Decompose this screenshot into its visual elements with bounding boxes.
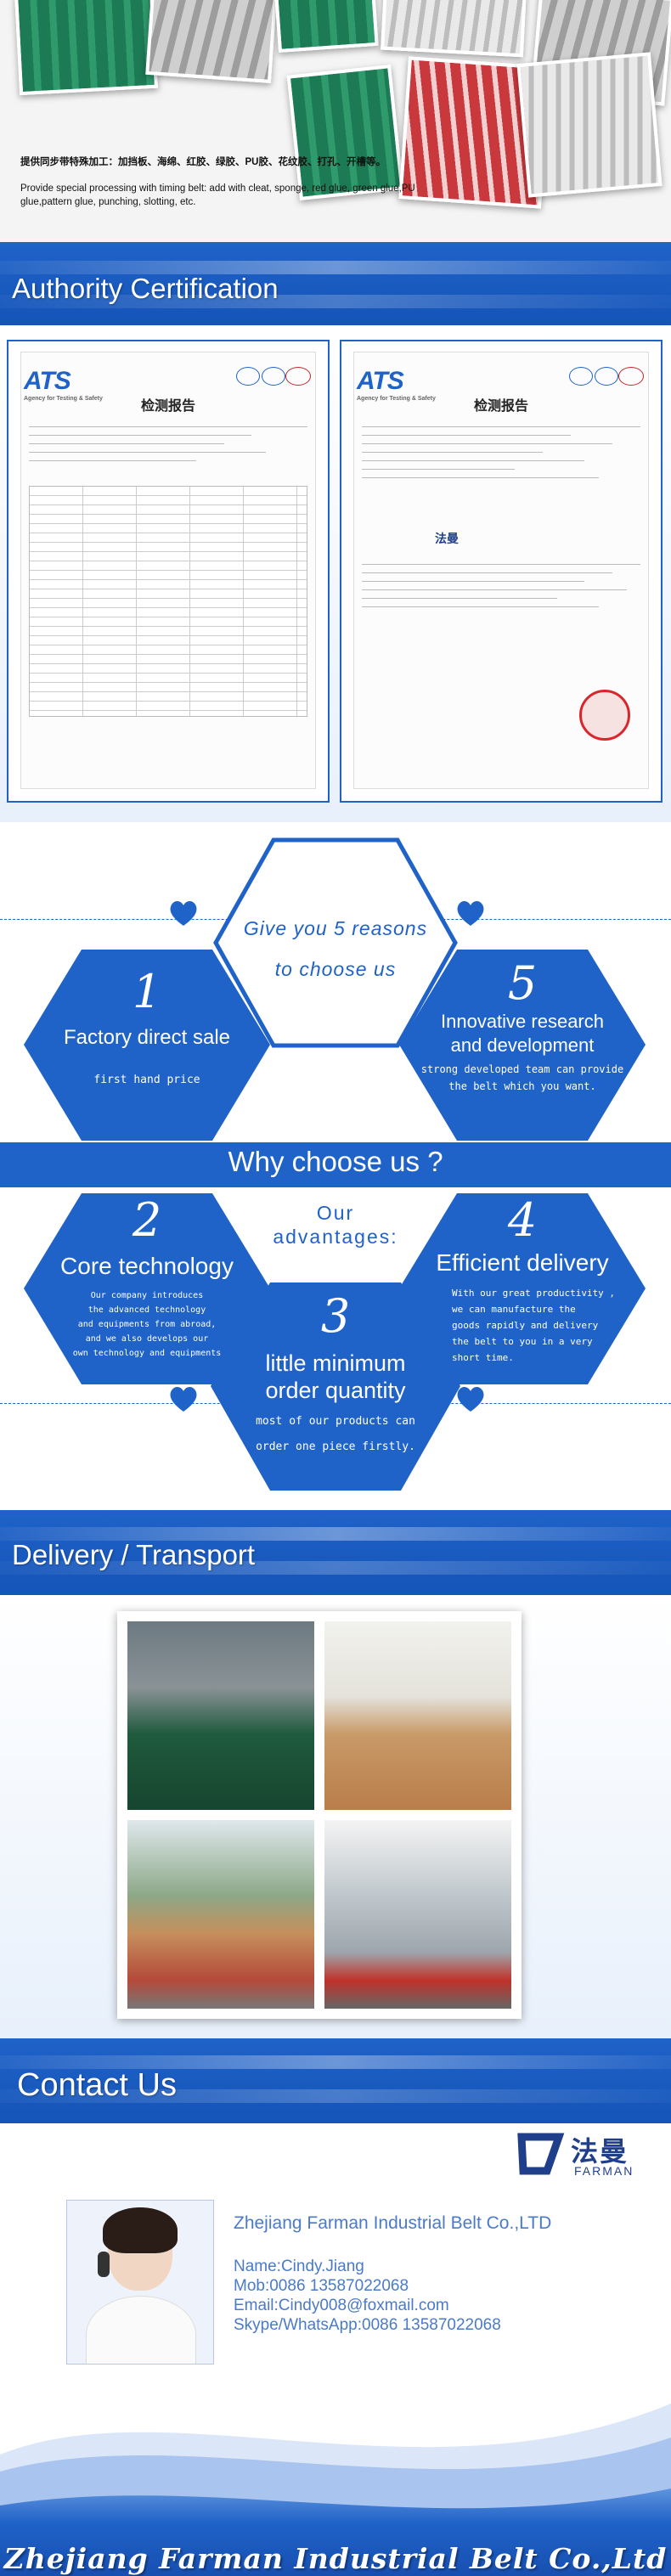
reason-3-number: 3: [320, 1289, 351, 1343]
why-choose-title: Why choose us ?: [228, 1146, 443, 1177]
reason-3-hexagon: 3 little minimum order quantity most of …: [211, 1282, 460, 1491]
certification-title: Authority Certification: [12, 273, 279, 304]
reason-1-number: 1: [132, 965, 162, 1018]
decorative-wave: [0, 2404, 671, 2489]
contact-header-bar: Contact Us: [0, 2038, 671, 2123]
product-photo-white-belt: [381, 0, 527, 58]
product-photo-green-roll: [286, 64, 404, 201]
footer-company-name: Zhejiang Farman Industrial Belt Co.,Ltd: [3, 2542, 668, 2575]
advantages-line1: Our: [316, 1202, 355, 1224]
footer-band: [0, 2480, 671, 2576]
reasons-header-line2: to choose us: [274, 958, 397, 980]
reason-5-hexagon: 5 Innovative research and development st…: [399, 950, 646, 1141]
advantages-line2: advantages:: [273, 1226, 398, 1248]
reason-4-title: Efficient delivery: [436, 1249, 609, 1276]
reasons-header-line1: Give you 5 reasons: [243, 917, 428, 939]
reason-1-hexagon: 1 Factory direct sale first hand price: [24, 950, 270, 1141]
product-photo-green-cleat-belt: [273, 0, 379, 54]
delivery-photo-frame: [117, 1611, 522, 2019]
cnas-logo-icon: [595, 367, 618, 386]
reason-2-desc: Our company introduces the advanced tech…: [72, 1291, 222, 1358]
contact-mobile[interactable]: Mob:0086 13587022068: [234, 2277, 409, 2295]
delivery-header-bar: Delivery / Transport: [0, 1510, 671, 1595]
reasons-header-hexagon: Give you 5 reasons to choose us: [212, 837, 459, 1049]
processing-text-cn: 提供同步带特殊加工：加挡板、海绵、红胶、绿胶、PU胶、花纹胶、打孔、开槽等。: [20, 157, 386, 167]
reason-2-title: Core technology: [60, 1253, 234, 1279]
delivery-photo-wooden-crates: [324, 1621, 511, 1810]
heart-icon: [170, 900, 197, 926]
why-choose-bar: [0, 1142, 671, 1187]
contact-skype[interactable]: Skype/WhatsApp:0086 13587022068: [234, 2316, 501, 2334]
reason-3-title-line2: order quantity: [265, 1378, 406, 1403]
reason-4-desc: With our great productivity , we can man…: [452, 1288, 616, 1363]
contact-company: Zhejiang Farman Industrial Belt Co.,LTD: [234, 2213, 552, 2233]
farman-brand-mark: 法曼: [435, 532, 459, 545]
reason-5-number: 5: [507, 956, 538, 1010]
delivery-photo-belt-rolls: [127, 1621, 314, 1810]
contact-avatar: [66, 2200, 214, 2365]
farman-logo-en: FARMAN: [574, 2164, 634, 2178]
delivery-title: Delivery / Transport: [12, 1539, 256, 1570]
cnas-logo-icon: [262, 367, 285, 386]
reason-1-title: Factory direct sale: [63, 1026, 231, 1049]
processing-text-en: Provide special processing with timing b…: [20, 183, 415, 207]
reason-4-hexagon: 4 Efficient delivery With our great prod…: [399, 1193, 646, 1384]
reason-1-desc: first hand price: [93, 1074, 200, 1086]
heart-icon: [457, 900, 484, 926]
certificate-heading: 检测报告: [140, 399, 195, 414]
product-photo-banner: 提供同步带特殊加工：加挡板、海绵、红胶、绿胶、PU胶、花纹胶、打孔、开槽等。 P…: [0, 0, 671, 242]
contact-email[interactable]: Email:Cindy008@foxmail.com: [234, 2297, 449, 2314]
delivery-photo-truck-loaded: [127, 1820, 314, 2009]
heart-icon: [457, 1386, 484, 1412]
ilac-logo-icon: [236, 367, 260, 386]
reason-5-desc-line1: strong developed team can provide: [420, 1063, 624, 1075]
cma-logo-icon: [285, 367, 311, 386]
cma-logo-icon: [618, 367, 644, 386]
heart-icon: [170, 1386, 197, 1412]
reason-3-desc-line1: most of our products can: [256, 1415, 415, 1428]
certification-header-bar: Authority Certification: [0, 242, 671, 325]
product-photo-green-belt: [14, 0, 158, 96]
test-result-table: [29, 486, 307, 717]
reason-4-number: 4: [507, 1193, 538, 1247]
reason-2-number: 2: [132, 1193, 162, 1247]
product-photo-white-roll: [516, 52, 663, 198]
farman-logo-icon: [516, 2132, 567, 2176]
reason-2-hexagon: 2 Core technology Our company introduces…: [24, 1193, 270, 1384]
contact-name: Name:Cindy.Jiang: [234, 2258, 364, 2275]
ilac-logo-icon: [569, 367, 593, 386]
reason-3-title-line1: little minimum: [265, 1350, 406, 1376]
reason-5-desc-line2: the belt which you want.: [448, 1080, 596, 1092]
farman-logo-cn: 法曼: [571, 2136, 629, 2167]
official-stamp-icon: [579, 690, 630, 741]
product-photo-grey-belt: [145, 0, 278, 84]
contact-title: Contact Us: [17, 2067, 177, 2103]
delivery-photo-container-truck: [324, 1820, 511, 2009]
reason-3-desc-line2: order one piece firstly.: [256, 1440, 415, 1453]
certificate-heading: 检测报告: [473, 399, 528, 414]
reason-5-title-line1: Innovative research: [441, 1011, 604, 1032]
reason-5-title-line2: and development: [450, 1034, 595, 1056]
